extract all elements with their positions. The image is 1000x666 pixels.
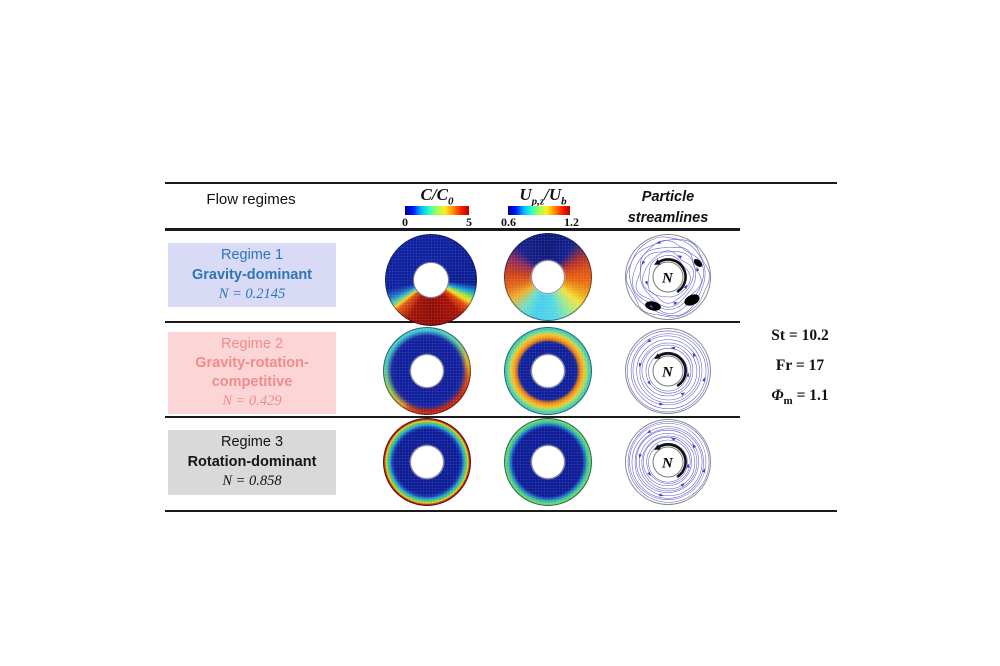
rotation-speed-label: N bbox=[661, 456, 674, 472]
velocity-plot-regime3 bbox=[504, 418, 592, 506]
regime2-label-box: Regime 2 Gravity-rotation-competitive N … bbox=[168, 332, 336, 414]
column-header-velocity: Up,z/Ub bbox=[495, 185, 591, 208]
streamlines-header-line1: Particle bbox=[641, 189, 695, 205]
concentration-colorbar bbox=[405, 206, 469, 215]
mass-loading: Φm = 1.1 bbox=[746, 381, 854, 416]
regime1-name: Gravity-dominant bbox=[191, 266, 313, 283]
rotation-speed-label: N bbox=[661, 271, 674, 287]
velocity-plot-regime1 bbox=[504, 233, 592, 321]
annulus-inner-hole bbox=[530, 259, 566, 295]
regime2-n-value: N = 0.429 bbox=[222, 393, 282, 409]
u-label-subscript2: b bbox=[561, 195, 567, 208]
rotation-arrow-icon bbox=[657, 352, 687, 387]
regime3-name: Rotation-dominant bbox=[187, 453, 317, 470]
u-label-subscript: p,z bbox=[531, 195, 545, 208]
regime2-title: Regime 2 bbox=[220, 336, 284, 352]
streamline-plot-regime2: N bbox=[625, 328, 711, 414]
c-label-base: C/C bbox=[420, 185, 448, 204]
annulus-outer-edge bbox=[504, 418, 592, 506]
velocity-colorbar-min: 0.6 bbox=[501, 215, 516, 229]
regime1-n-value: N = 0.2145 bbox=[218, 286, 286, 302]
annulus-inner-hole bbox=[530, 353, 566, 389]
header-separator-rule bbox=[165, 228, 740, 231]
dimensionless-parameters: St = 10.2 Fr = 17 Φm = 1.1 bbox=[746, 321, 854, 416]
regime1-title: Regime 1 bbox=[220, 247, 284, 263]
annulus-inner-hole bbox=[413, 262, 449, 298]
rotation-arrowhead-icon bbox=[654, 353, 661, 359]
concentration-colorbar-labels: 0 5 bbox=[402, 216, 472, 229]
velocity-colorbar-max: 1.2 bbox=[564, 215, 579, 229]
annulus-inner-hole bbox=[409, 353, 445, 389]
velocity-colorbar bbox=[508, 206, 570, 215]
concentration-plot-regime1 bbox=[385, 234, 477, 326]
annulus-inner-hole bbox=[409, 444, 445, 480]
annulus-outer-edge bbox=[504, 327, 592, 415]
froude-number: Fr = 17 bbox=[775, 357, 825, 374]
row1-separator-rule bbox=[165, 320, 740, 323]
velocity-colorbar-labels: 0.6 1.2 bbox=[501, 216, 579, 229]
u-label-base2: /U bbox=[544, 185, 562, 204]
phi-symbol: Φ bbox=[771, 387, 784, 404]
streamline-plot-regime1: N bbox=[625, 234, 711, 320]
table-top-rule bbox=[165, 182, 837, 184]
concentration-colorbar-min: 0 bbox=[402, 215, 408, 229]
annulus-outer-edge bbox=[504, 233, 592, 321]
annulus-outer-edge bbox=[383, 327, 471, 415]
inner-wall-circle bbox=[652, 355, 684, 387]
rotation-arrowhead-icon bbox=[654, 444, 661, 450]
concentration-plot-regime2 bbox=[383, 327, 471, 415]
regime3-n-value: N = 0.858 bbox=[222, 473, 282, 489]
annulus-inner-hole bbox=[530, 444, 566, 480]
regime3-label-box: Regime 3 Rotation-dominant N = 0.858 bbox=[168, 430, 336, 495]
regime1-label-box: Regime 1 Gravity-dominant N = 0.2145 bbox=[168, 243, 336, 307]
streamline-plot-regime3: N bbox=[625, 419, 711, 505]
concentration-colorbar-max: 5 bbox=[466, 215, 472, 229]
streamlines-header-line2: streamlines bbox=[627, 210, 709, 226]
column-header-flow-regimes: Flow regimes bbox=[206, 191, 296, 208]
inner-wall-circle bbox=[652, 261, 684, 293]
concentration-plot-regime3 bbox=[383, 418, 471, 506]
rotation-arrow-icon bbox=[657, 258, 687, 293]
rotation-arrowhead-icon bbox=[654, 259, 661, 265]
c-label-subscript: 0 bbox=[447, 195, 454, 208]
table-bottom-rule bbox=[165, 509, 837, 512]
column-header-concentration: C/C0 bbox=[392, 185, 482, 208]
rotation-arrow-icon bbox=[657, 443, 687, 478]
u-label-base: U bbox=[519, 185, 532, 204]
streamlines-concentric-dense bbox=[627, 421, 710, 503]
inner-wall-circle bbox=[652, 446, 684, 478]
velocity-plot-regime2 bbox=[504, 327, 592, 415]
stokes-number: St = 10.2 bbox=[771, 327, 829, 344]
column-header-particle-streamlines: Particle streamlines bbox=[616, 187, 720, 229]
annulus-outer-edge bbox=[383, 418, 471, 506]
phi-subscript: m bbox=[783, 395, 793, 408]
annulus-outer-edge bbox=[385, 234, 477, 326]
row2-separator-rule bbox=[165, 415, 740, 418]
regime3-title: Regime 3 bbox=[220, 434, 284, 450]
streamlines-turbulent bbox=[626, 236, 710, 318]
phi-value: = 1.1 bbox=[792, 387, 829, 404]
streamlines-concentric bbox=[626, 330, 709, 413]
rotation-speed-label: N bbox=[661, 365, 674, 381]
regime2-name: Gravity-rotation-competitive bbox=[195, 355, 309, 390]
